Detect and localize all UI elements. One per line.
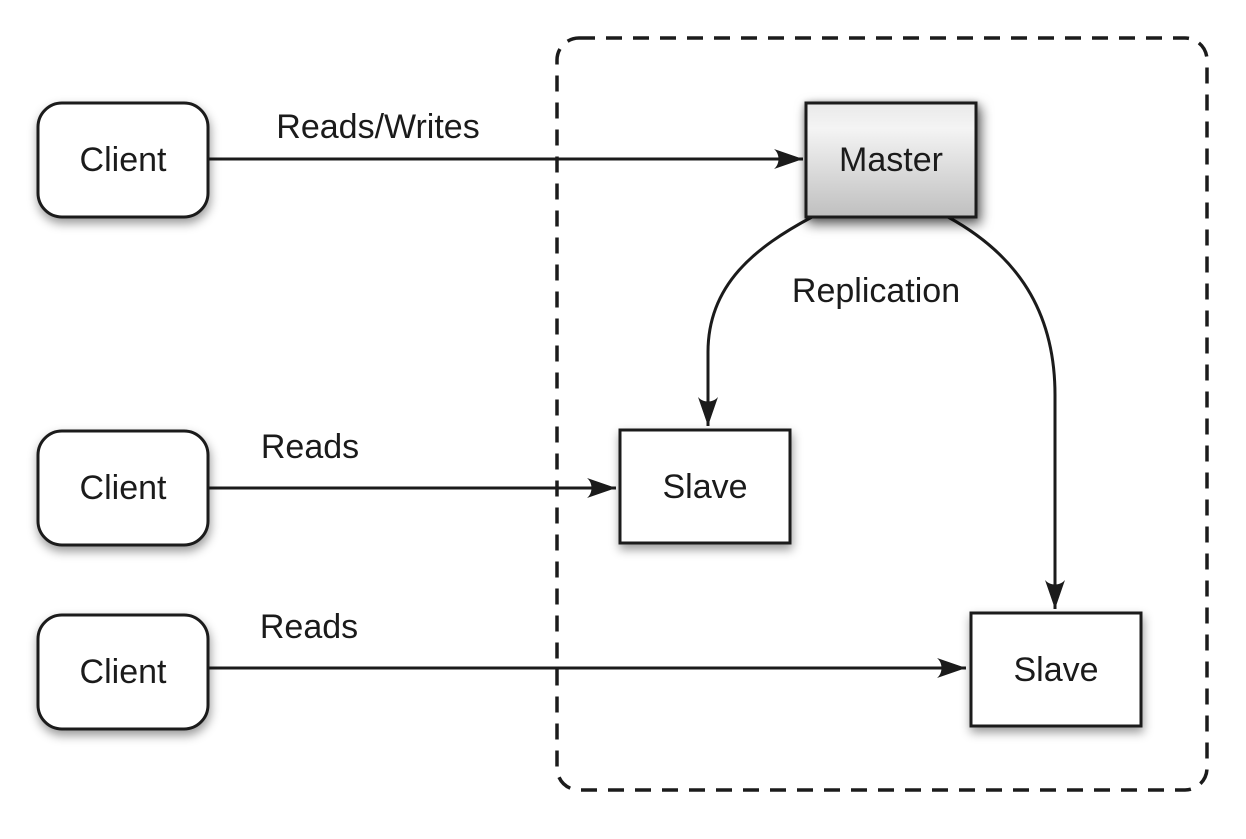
master-box — [804, 101, 978, 219]
edge-label-reads-slave1: Reads — [261, 428, 359, 466]
edge-label-reads-slave2: Reads — [260, 608, 358, 646]
client3-label: Client — [80, 653, 167, 691]
client3-node: Client — [36, 613, 210, 731]
client1-node: Client — [36, 101, 210, 219]
master-node: Master — [804, 101, 978, 219]
edge-master-to-slave1 — [698, 215, 813, 426]
slave2-node: Slave — [969, 611, 1143, 728]
edge-label-replication: Replication — [792, 272, 960, 310]
client2-node: Client — [36, 429, 210, 547]
master-label: Master — [839, 141, 943, 179]
edge-master-to-slave2 — [947, 215, 1065, 609]
slave1-box — [618, 428, 792, 545]
replication-boundary — [555, 36, 1209, 792]
edge-label-reads-writes: Reads/Writes — [276, 108, 479, 146]
slave2-label: Slave — [1013, 651, 1098, 689]
client2-box — [36, 429, 210, 547]
slave1-label: Slave — [662, 468, 747, 506]
slave1-node: Slave — [618, 428, 792, 545]
client1-label: Client — [80, 141, 167, 179]
client3-box — [36, 613, 210, 731]
slave2-box — [969, 611, 1143, 728]
client1-box — [36, 101, 210, 219]
client2-label: Client — [80, 469, 167, 507]
